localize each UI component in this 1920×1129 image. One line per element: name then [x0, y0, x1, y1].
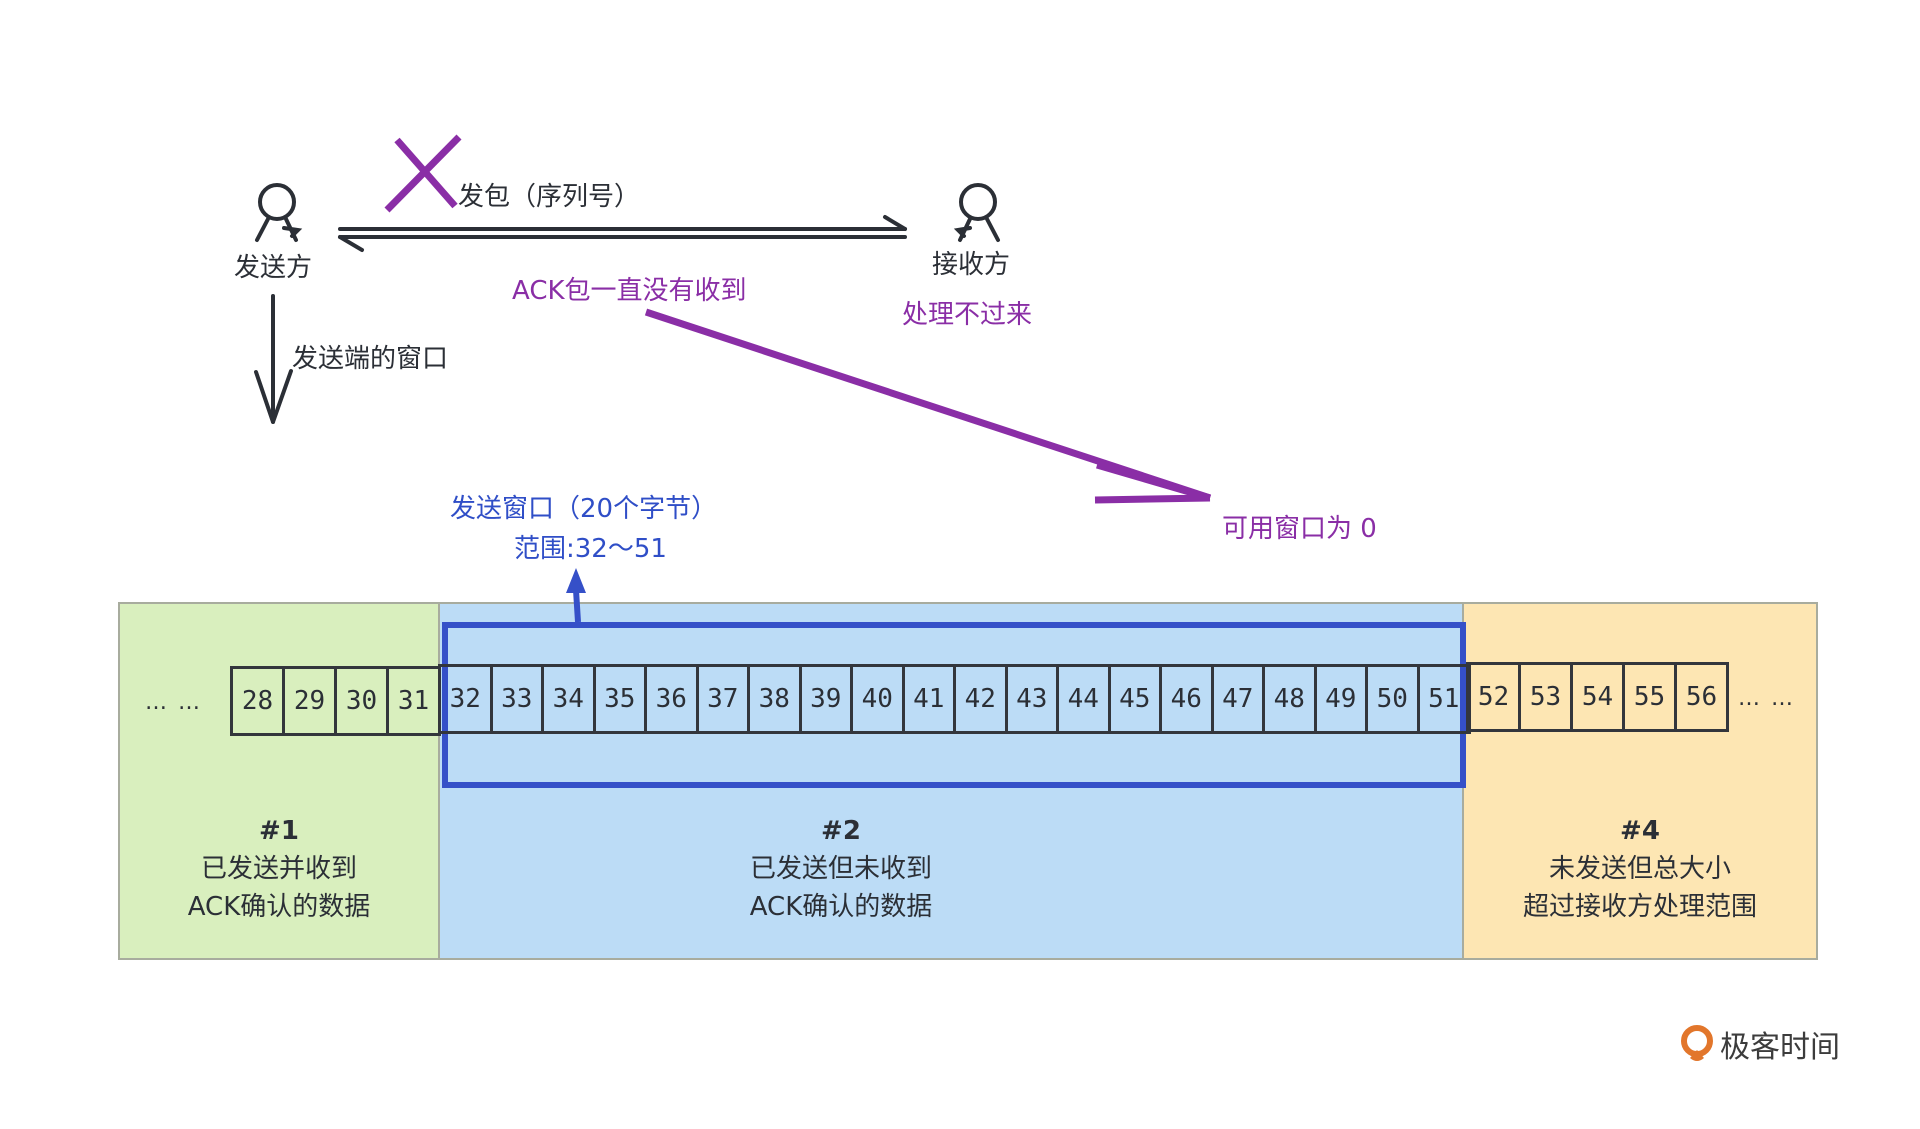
- sequence-cell: 34: [541, 664, 596, 734]
- sequence-cell: 56: [1674, 662, 1729, 732]
- sequence-cell: 50: [1365, 664, 1420, 734]
- sequence-cell: 55: [1622, 662, 1677, 732]
- leading-ellipsis: … …: [145, 690, 202, 715]
- sequence-cell: 30: [334, 666, 389, 736]
- sequence-cell: 32: [438, 664, 493, 734]
- sender-window-label: 发送端的窗口: [292, 344, 449, 374]
- send-window-range: 范围:32～51: [514, 534, 667, 564]
- sequence-cell: 42: [953, 664, 1008, 734]
- sequence-cell: 52: [1466, 662, 1521, 732]
- packet-lost-x-icon: [384, 134, 462, 213]
- receiver-status: 处理不过来: [902, 300, 1033, 330]
- sequence-cell: 31: [386, 666, 441, 736]
- brand-logo-icon: [1681, 1025, 1713, 1061]
- packet-arrow-icon: [338, 215, 907, 252]
- sequence-cell: 41: [901, 664, 956, 734]
- sequence-cell: 54: [1570, 662, 1625, 732]
- down-arrow-icon: [254, 294, 293, 424]
- receiver-label: 接收方: [932, 250, 1011, 280]
- sequence-cell: 39: [798, 664, 853, 734]
- sequence-cell: 29: [282, 666, 337, 736]
- region-sent-unacked-line2: ACK确认的数据: [749, 892, 933, 922]
- sequence-cell: 33: [489, 664, 544, 734]
- sequence-cell: 45: [1107, 664, 1162, 734]
- send-window-title: 发送窗口（20个字节）: [450, 494, 718, 524]
- region-not-sendable-id: #4: [1620, 816, 1660, 846]
- region-not-sendable: #4 未发送但总大小 超过接收方处理范围: [1462, 602, 1818, 960]
- sequence-cell: 38: [747, 664, 802, 734]
- sequence-cell: 49: [1313, 664, 1368, 734]
- sequence-cell: 51: [1416, 664, 1471, 734]
- region-acked-line2: ACK确认的数据: [187, 892, 371, 922]
- receiver-person-icon: [953, 183, 1000, 242]
- ack-missing-label: ACK包一直没有收到: [512, 276, 747, 306]
- sequence-cell: 35: [592, 664, 647, 734]
- sequence-cell: 53: [1518, 662, 1573, 732]
- available-window-label: 可用窗口为 0: [1222, 514, 1377, 544]
- sequence-cell: 47: [1210, 664, 1265, 734]
- available-window-arrow-icon: [644, 308, 1212, 504]
- sequence-cell: 28: [230, 666, 285, 736]
- brand-logo: 极客时间: [1680, 1022, 1840, 1066]
- send-window-frame: [442, 622, 1466, 788]
- trailing-ellipsis: … …: [1738, 686, 1795, 711]
- sequence-cell: 37: [695, 664, 750, 734]
- sequence-cell: 36: [644, 664, 699, 734]
- sender-person-icon: [255, 183, 303, 242]
- sequence-cell: 40: [850, 664, 905, 734]
- region-not-sendable-line1: 未发送但总大小: [1548, 854, 1731, 884]
- packet-label: 发包（序列号）: [458, 182, 641, 212]
- sequence-cell: 48: [1262, 664, 1317, 734]
- region-acked-line1: 已发送并收到: [200, 854, 357, 884]
- region-sent-unacked-id: #2: [821, 816, 861, 846]
- region-sent-unacked: #2 已发送但未收到 ACK确认的数据: [438, 602, 1464, 960]
- sender-label: 发送方: [234, 253, 313, 283]
- sequence-cell: 43: [1004, 664, 1059, 734]
- region-sent-unacked-line1: 已发送但未收到: [749, 854, 932, 884]
- sequence-cell: 46: [1159, 664, 1214, 734]
- region-acked-id: #1: [259, 816, 299, 846]
- sequence-cell: 44: [1056, 664, 1111, 734]
- brand-name: 极客时间: [1720, 1030, 1840, 1065]
- region-not-sendable-line2: 超过接收方处理范围: [1522, 892, 1757, 922]
- region-acked: #1 已发送并收到 ACK确认的数据: [118, 602, 440, 960]
